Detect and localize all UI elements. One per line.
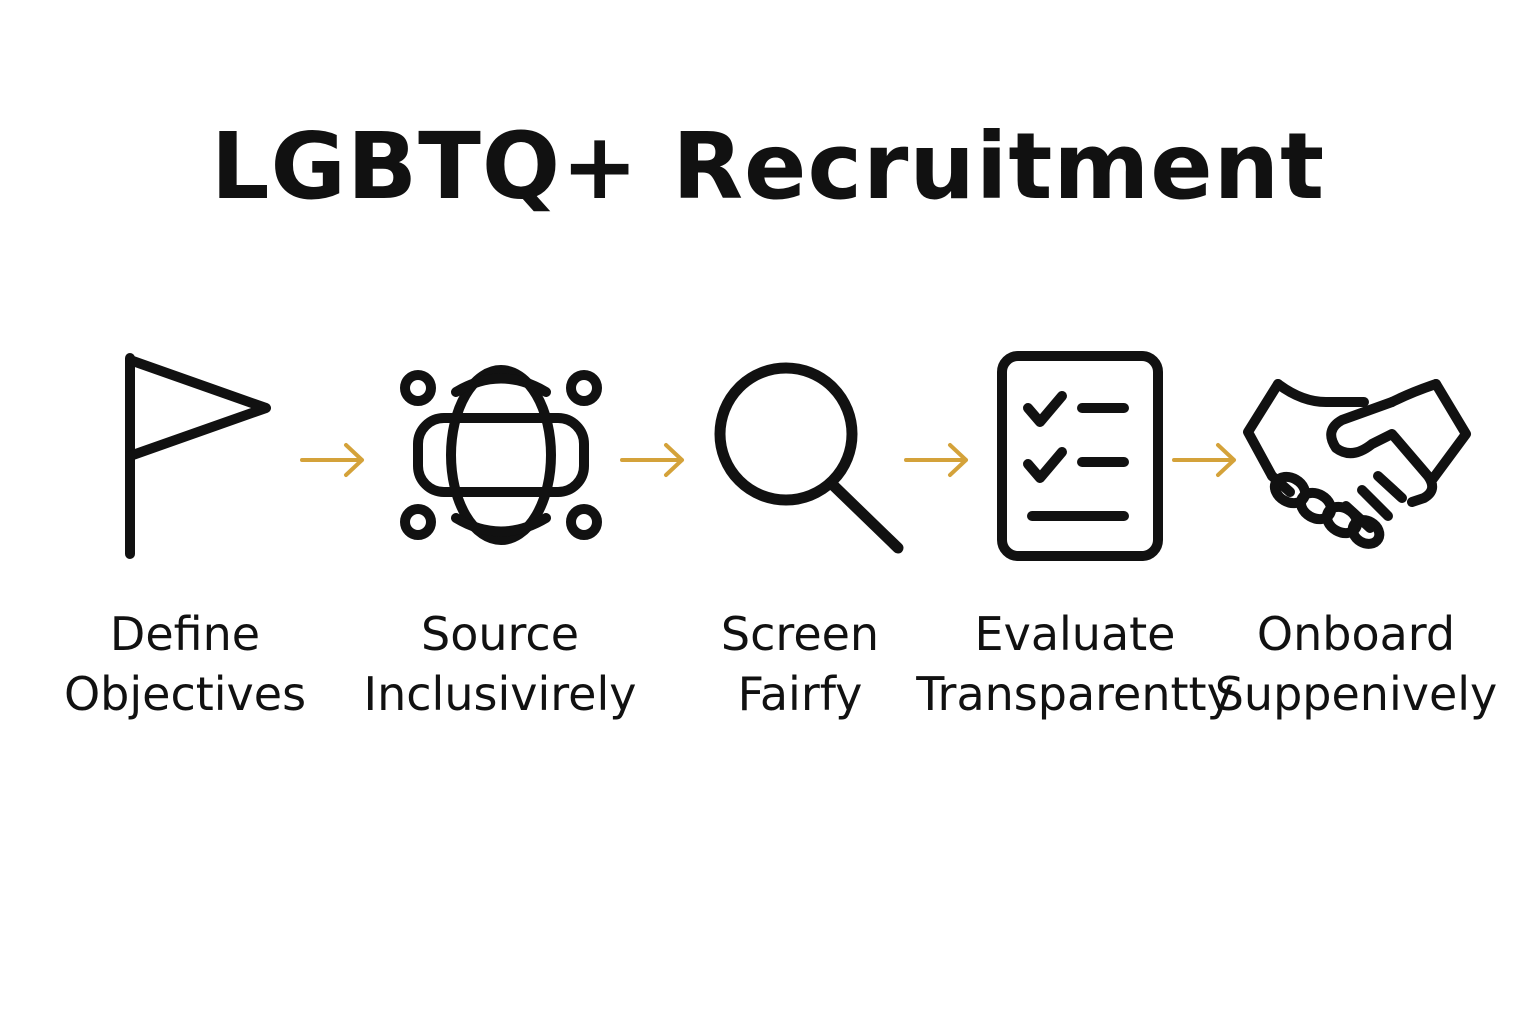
arrow-icon	[300, 440, 366, 480]
step-label-line1: Screen	[720, 607, 880, 661]
step-label-line2: Inclusivirely	[363, 667, 637, 721]
magnifier-icon	[712, 358, 908, 558]
arrow-icon	[1172, 440, 1238, 480]
step-label-line2: Suppenively	[1214, 667, 1498, 721]
step-label-evaluate-transparentty: Evaluate Transparentty	[915, 604, 1235, 724]
globe-network-icon	[396, 360, 606, 550]
checklist-icon	[996, 350, 1164, 562]
step-label-line1: Source	[421, 607, 579, 661]
step-label-define-objectives: Define Objectives	[25, 604, 345, 724]
step-label-line2: Objectives	[63, 667, 307, 721]
arrow-icon	[904, 440, 970, 480]
step-label-line2: Transparentty	[916, 667, 1234, 721]
step-label-line1: Evaluate	[974, 607, 1176, 661]
step-label-onboard-suppenively: Onboard Suppenively	[1196, 604, 1516, 724]
step-label-line2: Fairfy	[737, 667, 863, 721]
step-label-source-inclusivirely: Source Inclusivirely	[340, 604, 660, 724]
handshake-icon	[1242, 372, 1472, 549]
flag-icon	[118, 350, 278, 564]
step-label-line1: Define	[109, 607, 261, 661]
arrow-icon	[620, 440, 686, 480]
step-label-screen-fairfy: Screen Fairfy	[640, 604, 960, 724]
step-label-line1: Onboard	[1256, 607, 1456, 661]
page-title: LGBTQ+ Recruitment	[210, 113, 1326, 220]
